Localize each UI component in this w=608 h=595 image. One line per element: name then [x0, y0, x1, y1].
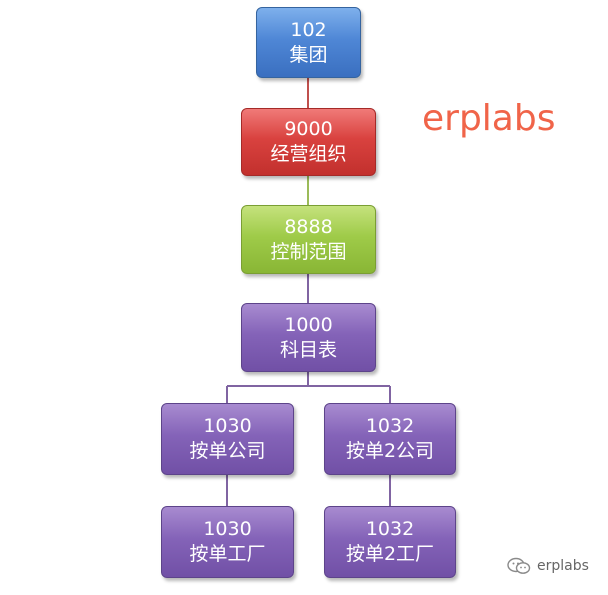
node-code: 1032 [365, 415, 415, 437]
node-company-1032: 1032 按单2公司 [324, 403, 456, 475]
node-plant-1032: 1032 按单2工厂 [324, 506, 456, 578]
node-company-1030: 1030 按单公司 [161, 403, 294, 475]
brand-text: erplabs [422, 98, 556, 139]
watermark: erplabs [507, 557, 589, 575]
node-label: 按单2公司 [345, 440, 435, 462]
node-label: 按单2工厂 [345, 543, 435, 565]
node-label: 按单工厂 [189, 543, 266, 565]
node-code: 8888 [284, 215, 333, 238]
node-code: 1000 [284, 313, 333, 336]
node-label: 经营组织 [270, 143, 347, 165]
node-code: 1032 [365, 518, 415, 540]
node-code: 102 [290, 18, 327, 41]
node-code: 9000 [284, 118, 333, 140]
node-control-8888: 8888 控制范围 [241, 205, 376, 274]
node-group-102: 102 集团 [256, 7, 361, 78]
node-coa-1000: 1000 科目表 [241, 303, 376, 372]
wechat-icon [507, 557, 531, 574]
watermark-text: erplabs [537, 558, 589, 574]
node-org-9000: 9000 经营组织 [241, 108, 376, 176]
node-code: 1030 [203, 415, 252, 437]
node-label: 控制范围 [270, 240, 347, 263]
node-label: 按单公司 [189, 440, 266, 462]
node-plant-1030: 1030 按单工厂 [161, 506, 294, 578]
node-label: 集团 [289, 43, 328, 66]
node-code: 1030 [203, 518, 252, 540]
node-label: 科目表 [279, 338, 337, 361]
